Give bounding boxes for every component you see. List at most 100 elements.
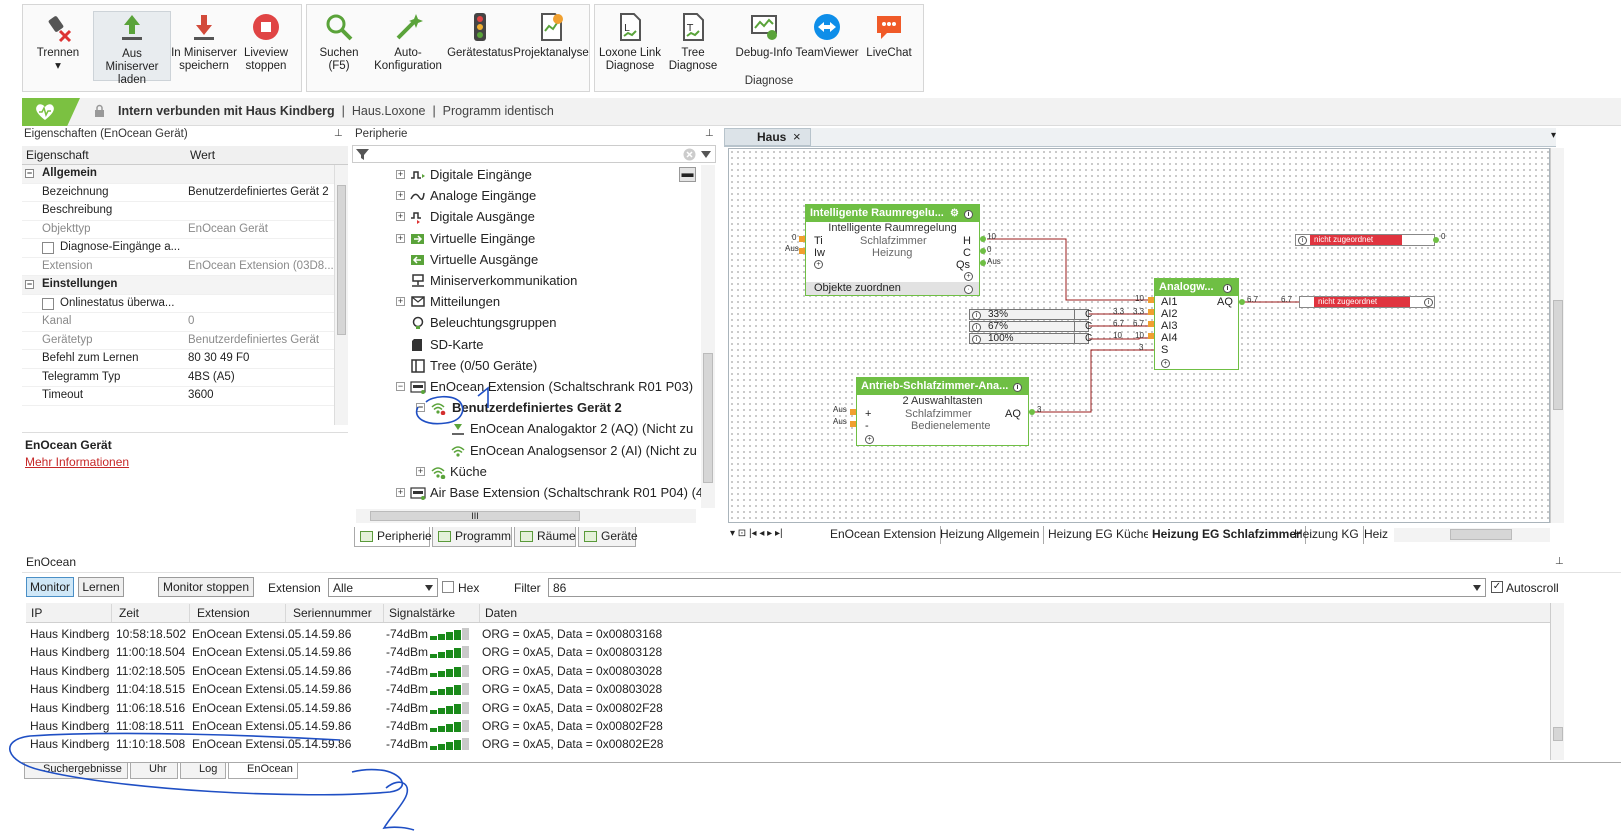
tab-program[interactable]: Programm — [432, 527, 512, 547]
monitor-vscrollbar[interactable] — [1550, 603, 1564, 760]
pin-icon[interactable]: ⊥ — [334, 128, 343, 139]
block-analog-selector[interactable]: Analogw...i AI1 AI2 AI3 AI4 S AQ + — [1154, 278, 1239, 370]
close-icon[interactable]: × — [793, 129, 801, 144]
pin-icon[interactable]: ⊥ — [705, 128, 714, 139]
assign-objects-bar[interactable]: Objekte zuordnen· — [806, 282, 979, 295]
col-ip[interactable]: IP — [26, 604, 112, 622]
scrollbar-thumb[interactable] — [337, 185, 346, 335]
col-data[interactable]: Daten — [480, 604, 1552, 622]
add-input-icon[interactable]: + — [1161, 357, 1170, 369]
add-output-icon[interactable]: + — [964, 270, 973, 282]
diagnostic-inputs-checkbox[interactable] — [42, 242, 54, 254]
col-extension[interactable]: Extension — [192, 604, 286, 622]
filter-icon[interactable] — [356, 148, 369, 161]
unassigned-input[interactable]: inicht zugeordnet — [1295, 234, 1435, 246]
output-pin[interactable] — [980, 236, 986, 242]
monitor-button[interactable]: Monitor — [26, 577, 74, 597]
input-pin[interactable] — [1148, 321, 1154, 327]
col-time[interactable]: Zeit — [114, 604, 190, 622]
info-icon[interactable]: i — [972, 322, 981, 333]
collapse-icon[interactable]: − — [416, 403, 425, 412]
col-signal[interactable]: Signalstärke — [384, 604, 480, 622]
monitor-row[interactable]: Haus Kindberg11:06:18.516EnOcean Extensi… — [26, 699, 1552, 717]
monitor-row[interactable]: Haus Kindberg11:08:18.511EnOcean Extensi… — [26, 717, 1552, 735]
input-pin[interactable] — [799, 248, 805, 254]
expand-icon[interactable]: + — [396, 212, 405, 221]
info-icon[interactable]: i — [1424, 298, 1433, 307]
monitor-row[interactable]: Haus Kindberg11:02:18.505EnOcean Extensi… — [26, 662, 1552, 680]
tab-log[interactable]: Log — [180, 763, 226, 779]
collapse-icon[interactable]: − — [25, 280, 34, 289]
input-pin[interactable] — [1148, 297, 1154, 303]
autoscroll-checkbox[interactable]: ✓ — [1491, 581, 1503, 593]
tab-periphery[interactable]: Peripherie — [354, 527, 430, 547]
section-settings[interactable]: −Einstellungen — [22, 276, 348, 295]
loxone-link-diagnose-button[interactable]: L Loxone LinkDiagnose — [595, 11, 665, 81]
expand-icon[interactable]: + — [416, 467, 425, 476]
collapse-icon[interactable]: − — [396, 382, 405, 391]
output-pin[interactable] — [980, 260, 986, 266]
search-button[interactable]: Suchen(F5) — [307, 11, 371, 81]
assign-icon[interactable]: · — [964, 283, 973, 295]
tab-overflow-icon[interactable]: ▾ — [1551, 130, 1556, 141]
tab-devices[interactable]: Geräte — [578, 527, 636, 547]
input-pin[interactable] — [850, 421, 856, 427]
output-pin[interactable] — [1433, 237, 1439, 243]
block-intelligent-room-control[interactable]: Intelligente Raumregelu... ⚙ i Intellige… — [805, 204, 980, 296]
livechat-button[interactable]: LiveChat — [857, 11, 921, 81]
scrollbar-thumb[interactable] — [1553, 727, 1563, 741]
tab-haus[interactable]: Haus × — [724, 128, 811, 146]
scrollbar-thumb[interactable]: III — [370, 511, 580, 521]
output-pin[interactable] — [1029, 409, 1035, 415]
sheet-tab-heating-eg-bedroom[interactable]: Heizung EG Schlafzimmer — [1148, 526, 1306, 544]
tab-search-results[interactable]: Suchergebnisse — [24, 763, 128, 779]
block-drive-bedroom-selector[interactable]: Antrieb-Schlafzimmer-Ana...i 2 Auswahlta… — [856, 377, 1029, 446]
info-icon[interactable]: i — [1298, 236, 1307, 245]
sheet-tab-heating-general[interactable]: Heizung Allgemein — [936, 526, 1044, 544]
online-status-checkbox[interactable] — [42, 298, 54, 310]
info-icon[interactable]: i — [972, 334, 981, 345]
expand-icon[interactable]: + — [396, 297, 405, 306]
filter-input[interactable]: 86 — [548, 578, 1486, 597]
add-input-icon[interactable]: + — [865, 433, 874, 445]
teamviewer-button[interactable]: TeamViewer — [793, 11, 861, 81]
chevron-down-icon[interactable] — [701, 151, 711, 158]
info-icon[interactable]: i — [964, 208, 973, 220]
input-pin[interactable] — [1148, 333, 1154, 339]
stop-monitor-button[interactable]: Monitor stoppen — [158, 577, 254, 597]
prop-row-diagnostic-inputs[interactable]: Diagnose-Eingänge a... — [22, 239, 348, 258]
learn-button[interactable]: Lernen — [78, 577, 124, 597]
sheet-hscrollbar[interactable] — [1394, 528, 1550, 542]
prop-row-description[interactable]: Beschreibung — [22, 202, 348, 221]
info-icon[interactable]: i — [1223, 282, 1232, 294]
sheet-tab-heating-kg[interactable]: Heizung KG — [1290, 526, 1364, 544]
input-pin[interactable] — [850, 409, 856, 415]
canvas-vscrollbar[interactable] — [1550, 148, 1564, 523]
prop-row-telegram-type[interactable]: Telegramm Typ4BS (A5) — [22, 369, 348, 388]
col-serial[interactable]: Seriennummer — [288, 604, 384, 622]
tab-enocean[interactable]: EnOcean — [228, 763, 298, 779]
sheet-nav-first-icon[interactable]: ▾ ⊡ |◂ ◂ ▸ ▸| — [730, 528, 783, 539]
debug-info-button[interactable]: Debug-Info — [729, 11, 799, 81]
prop-row-name[interactable]: BezeichnungBenutzerdefiniertes Gerät 2 — [22, 184, 348, 203]
section-general[interactable]: −Allgemein — [22, 165, 348, 184]
scrollbar-thumb[interactable] — [1553, 300, 1563, 410]
periphery-hscrollbar[interactable]: III — [356, 509, 696, 523]
prop-row-online-status[interactable]: Onlinestatus überwa... — [22, 295, 348, 314]
add-input-icon[interactable]: + — [814, 258, 823, 270]
monitor-row[interactable]: Haus Kindberg11:10:18.508EnOcean Extensi… — [26, 735, 1552, 753]
expand-icon[interactable]: + — [396, 170, 405, 179]
input-pin[interactable] — [1148, 309, 1154, 315]
monitor-row[interactable]: Haus Kindberg11:04:18.515EnOcean Extensi… — [26, 680, 1552, 698]
collapse-icon[interactable]: − — [25, 169, 34, 178]
periphery-filter-bar[interactable] — [352, 145, 716, 163]
extension-select[interactable]: Alle — [328, 578, 438, 597]
constant-100-percent[interactable]: i100%C — [969, 333, 1089, 344]
collapse-all-button[interactable]: ▬ — [679, 167, 696, 182]
tab-rooms[interactable]: Räume — [514, 527, 576, 547]
project-analysis-button[interactable]: Projektanalyse — [513, 11, 589, 81]
device-status-button[interactable]: Gerätestatus — [445, 11, 515, 81]
pin-icon[interactable]: ⊥ — [1555, 556, 1564, 567]
expand-icon[interactable]: + — [396, 234, 405, 243]
prop-row-timeout[interactable]: Timeout3600 — [22, 387, 348, 406]
